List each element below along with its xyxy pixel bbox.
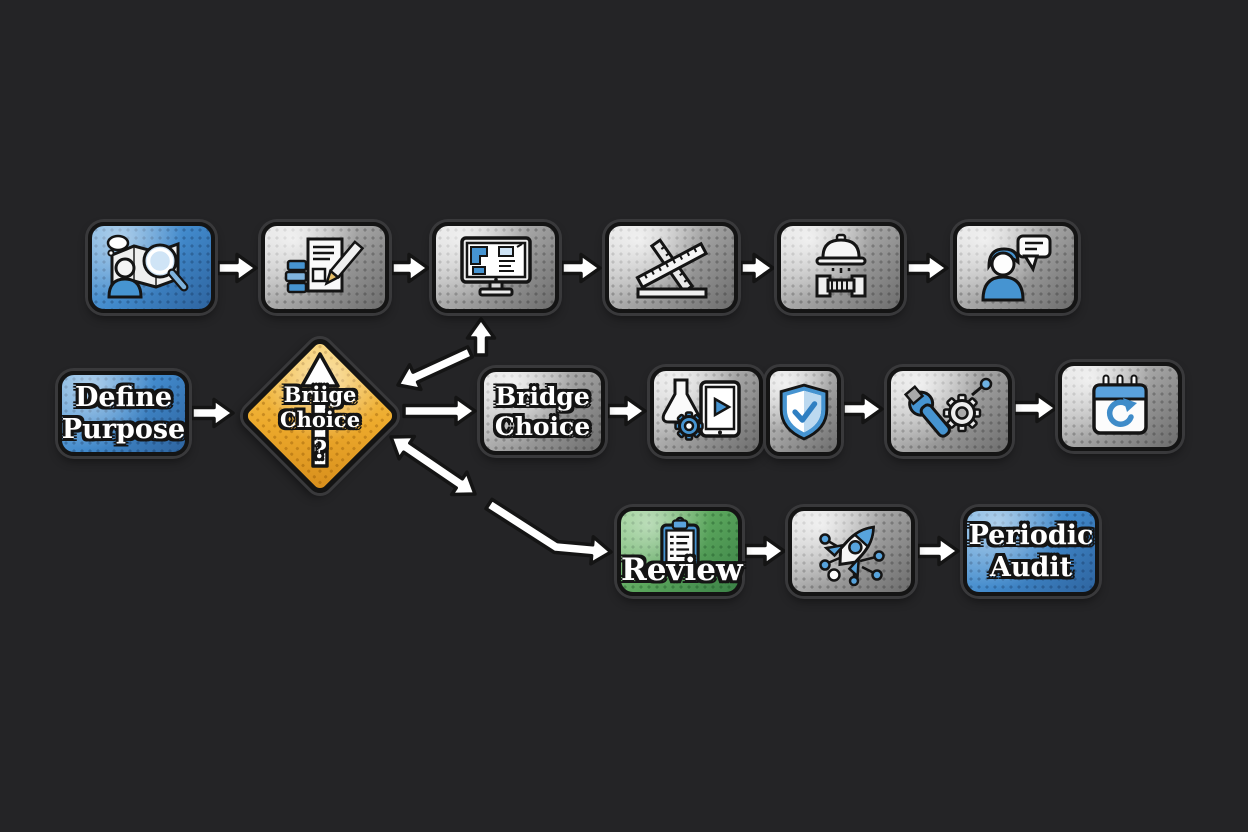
monitor-blueprint-icon xyxy=(459,235,532,296)
rocket-network-icon xyxy=(818,524,885,586)
node-decision-diamond: Briige Choice ? xyxy=(237,333,403,499)
person-icon xyxy=(114,257,135,278)
connector-arrow xyxy=(465,317,497,357)
bridge-choice-label: Bridge Choice xyxy=(494,381,591,441)
node-research xyxy=(88,222,215,313)
node-consultation xyxy=(953,222,1078,313)
connector-arrow xyxy=(484,497,613,566)
wrench-icon xyxy=(903,384,951,438)
connector-arrow xyxy=(606,395,647,427)
rocket-icon xyxy=(823,524,875,579)
node-testing xyxy=(650,367,763,456)
thought-bubble-icon xyxy=(106,234,129,251)
connector-arrow xyxy=(402,395,477,427)
periodic-audit-label: Periodic Audit xyxy=(968,519,1094,583)
crossed-rulers-icon xyxy=(634,237,708,298)
node-documentation xyxy=(261,222,389,313)
node-define-purpose: Define Purpose xyxy=(58,371,189,456)
node-bridge-choice: Bridge Choice xyxy=(480,368,605,455)
play-icon xyxy=(713,396,732,417)
connector-arrow xyxy=(841,393,884,425)
document-pencil-books-icon xyxy=(284,237,365,293)
flask-gear-tablet-icon xyxy=(661,378,741,441)
calendar-refresh-icon xyxy=(1092,374,1148,435)
connector-arrow xyxy=(396,345,475,392)
check-icon xyxy=(791,400,817,423)
connector-arrow xyxy=(190,397,235,429)
node-recurring-schedule xyxy=(1058,362,1182,451)
connector-arrow xyxy=(390,252,430,284)
review-label: Review xyxy=(621,552,743,588)
connector-arrow xyxy=(389,434,477,497)
hard-hat-bridge-icon xyxy=(815,233,866,297)
person-speech-bubble-icon xyxy=(980,234,1051,301)
define-purpose-label: Define Purpose xyxy=(61,381,186,445)
pencil-icon xyxy=(324,239,365,286)
connector-arrow xyxy=(916,535,960,567)
gear-icon xyxy=(942,393,981,432)
connector-arrow xyxy=(560,252,602,284)
node-launch xyxy=(788,507,915,596)
connector-arrow xyxy=(1012,392,1058,424)
node-maintenance xyxy=(887,367,1012,456)
node-cad-design xyxy=(432,222,559,313)
clipboard-checklist-icon xyxy=(659,516,700,570)
refresh-arrow-icon xyxy=(1106,399,1134,427)
gear-icon xyxy=(673,410,704,441)
flame-swirl-icon xyxy=(826,567,841,582)
connector-arrow xyxy=(743,535,786,567)
up-arrow-icon xyxy=(300,352,340,468)
question-mark: ? xyxy=(312,435,328,464)
node-periodic-audit: Periodic Audit xyxy=(963,507,1099,596)
shield-check-icon xyxy=(779,383,828,440)
node-measurement xyxy=(605,222,738,313)
connector-arrow xyxy=(905,252,949,284)
speech-bubble-icon xyxy=(1016,234,1051,258)
node-review: Review xyxy=(617,507,743,596)
decision-label: Briige Choice xyxy=(279,382,361,432)
connector-arrow xyxy=(216,252,258,284)
node-construction xyxy=(777,222,904,313)
wrench-gear-icon xyxy=(903,377,992,438)
node-safety-check xyxy=(766,367,841,456)
connector-arrow xyxy=(739,252,775,284)
person-map-magnifier-icon xyxy=(106,234,188,298)
